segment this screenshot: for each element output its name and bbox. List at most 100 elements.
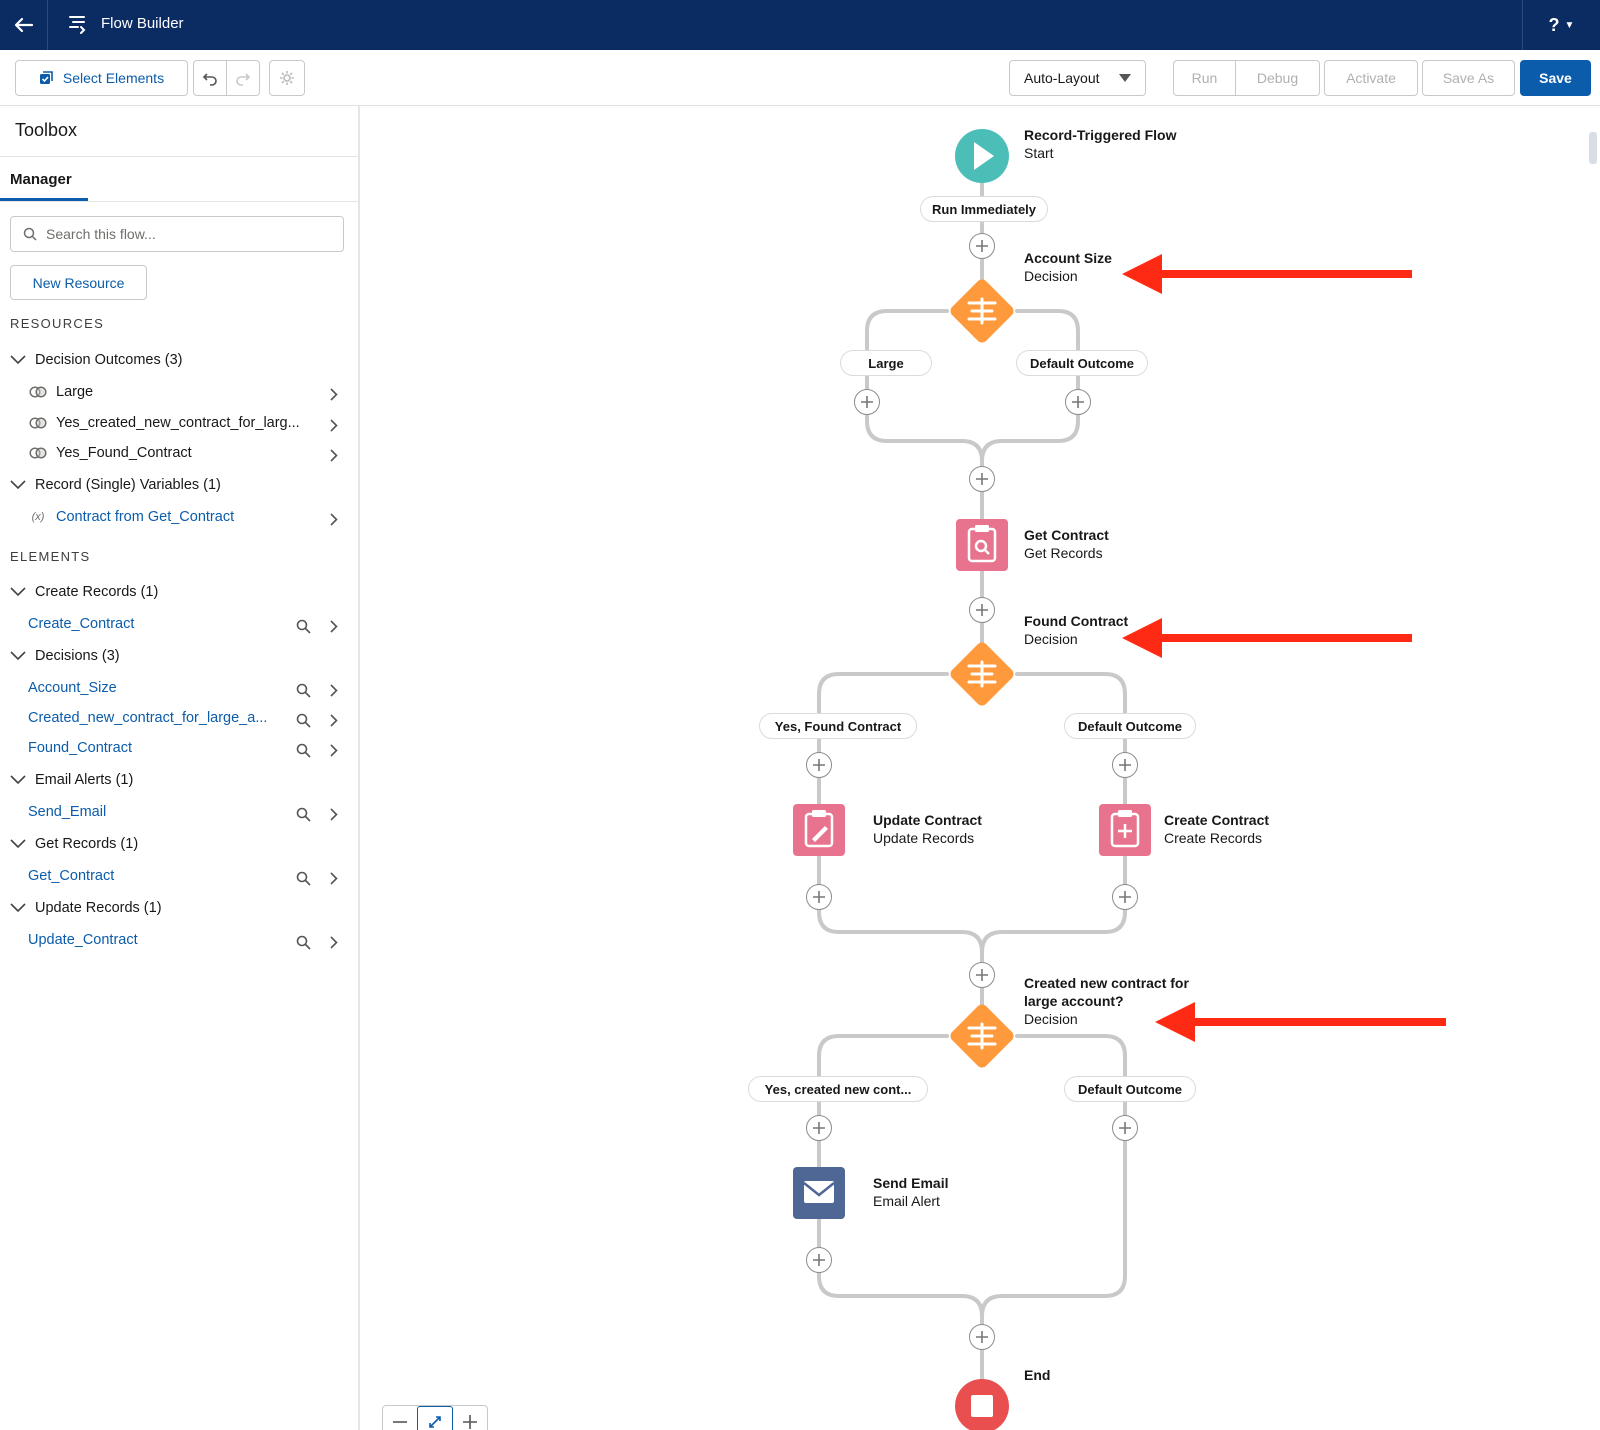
add-element-button[interactable]	[806, 752, 832, 778]
elements-heading: ELEMENTS	[10, 549, 91, 564]
element-group-get-records[interactable]: Get Records (1)	[10, 836, 138, 852]
zoom-controls	[382, 1405, 488, 1430]
chevron-right-icon[interactable]	[330, 808, 338, 826]
search-icon[interactable]	[296, 871, 311, 891]
outcome-pill[interactable]: Default Outcome	[1064, 713, 1196, 739]
chevron-right-icon[interactable]	[330, 744, 338, 762]
select-elements-button[interactable]: Select Elements	[15, 60, 188, 96]
list-item[interactable]: Update_Contract	[28, 932, 138, 948]
outcome-pill[interactable]: Yes, Found Contract	[759, 713, 917, 739]
layout-mode-select[interactable]: Auto-Layout	[1009, 60, 1146, 96]
list-item[interactable]: Create_Contract	[28, 616, 134, 632]
search-icon[interactable]	[296, 743, 311, 763]
list-item[interactable]: Created_new_contract_for_large_a...	[28, 710, 267, 726]
outcome-pill[interactable]: Default Outcome	[1064, 1076, 1196, 1102]
chevron-right-icon[interactable]	[330, 620, 338, 638]
add-element-button[interactable]	[969, 233, 995, 259]
element-group-email-alerts[interactable]: Email Alerts (1)	[10, 772, 133, 788]
undo-button[interactable]	[193, 60, 227, 96]
add-element-button[interactable]	[854, 389, 880, 415]
outcome-pill[interactable]: Default Outcome	[1016, 350, 1148, 376]
flow-settings-button[interactable]	[269, 60, 305, 96]
list-item[interactable]: Large	[28, 384, 93, 400]
help-menu-button[interactable]: ?▼	[1522, 0, 1600, 50]
search-icon[interactable]	[296, 619, 311, 639]
zoom-out-button[interactable]	[383, 1406, 417, 1430]
decision-node-icon	[950, 279, 1014, 343]
chevron-down-icon	[10, 839, 26, 849]
search-icon[interactable]	[296, 807, 311, 827]
chevron-right-icon[interactable]	[330, 936, 338, 954]
get-records-node-label[interactable]: Get Contract Get Records	[1024, 526, 1109, 562]
chevron-right-icon[interactable]	[330, 714, 338, 732]
add-element-button[interactable]	[1112, 884, 1138, 910]
gear-icon	[280, 71, 294, 85]
update-records-node-label[interactable]: Update Contract Update Records	[873, 811, 982, 847]
new-resource-button[interactable]: New Resource	[10, 265, 147, 300]
list-item[interactable]: (x) Contract from Get_Contract	[28, 509, 235, 525]
add-element-button[interactable]	[1112, 1115, 1138, 1141]
item-label: Update_Contract	[28, 932, 138, 948]
end-node-label[interactable]: End	[1024, 1366, 1050, 1384]
add-element-button[interactable]	[1065, 389, 1091, 415]
resource-group-record-variables[interactable]: Record (Single) Variables (1)	[10, 477, 221, 493]
flow-canvas[interactable]: Record-Triggered Flow Start Run Immediat…	[362, 106, 1600, 1430]
add-element-button[interactable]	[806, 884, 832, 910]
group-label: Record (Single) Variables (1)	[35, 477, 221, 493]
chevron-right-icon[interactable]	[330, 513, 338, 531]
panel-collapse-handle[interactable]	[1589, 132, 1597, 164]
chevron-right-icon[interactable]	[330, 872, 338, 890]
save-button[interactable]: Save	[1520, 60, 1591, 96]
element-group-decisions[interactable]: Decisions (3)	[10, 648, 120, 664]
chevron-down-icon	[10, 651, 26, 661]
start-node-label[interactable]: Record-Triggered Flow Start	[1024, 126, 1176, 162]
add-element-button[interactable]	[1112, 752, 1138, 778]
decision-node-label[interactable]: Found Contract Decision	[1024, 612, 1128, 648]
add-element-button[interactable]	[806, 1247, 832, 1273]
global-header: Flow Builder ?▼	[0, 0, 1600, 50]
toolbox-panel: Toolbox Manager New Resource RESOURCES D…	[0, 106, 360, 1430]
email-alert-node-label[interactable]: Send Email Email Alert	[873, 1174, 948, 1210]
redo-button[interactable]	[226, 60, 260, 96]
chevron-right-icon[interactable]	[330, 684, 338, 702]
list-item[interactable]: Yes_Found_Contract	[28, 445, 192, 461]
list-item[interactable]: Found_Contract	[28, 740, 132, 756]
debug-button[interactable]: Debug	[1235, 60, 1320, 96]
help-icon: ?	[1548, 14, 1560, 35]
zoom-in-button[interactable]	[453, 1406, 487, 1430]
fit-to-view-button[interactable]	[417, 1406, 453, 1430]
create-records-node-label[interactable]: Create Contract Create Records	[1164, 811, 1269, 847]
add-element-button[interactable]	[969, 597, 995, 623]
add-element-button[interactable]	[969, 1324, 995, 1350]
chevron-right-icon[interactable]	[330, 449, 338, 467]
decision-node-label[interactable]: Created new contract for large account? …	[1024, 974, 1189, 1028]
add-element-button[interactable]	[806, 1115, 832, 1141]
list-item[interactable]: Account_Size	[28, 680, 117, 696]
list-item[interactable]: Send_Email	[28, 804, 106, 820]
outcome-pill[interactable]: Large	[840, 350, 932, 376]
element-group-create-records[interactable]: Create Records (1)	[10, 584, 158, 600]
outcome-pill[interactable]: Yes, created new cont...	[748, 1076, 928, 1102]
list-item[interactable]: Get_Contract	[28, 868, 114, 884]
node-type: Start	[1024, 145, 1054, 161]
back-button[interactable]	[0, 0, 48, 50]
search-icon[interactable]	[296, 683, 311, 703]
node-title: Create Contract	[1164, 812, 1270, 828]
add-element-button[interactable]	[969, 962, 995, 988]
decision-node-label[interactable]: Account Size Decision	[1024, 249, 1112, 285]
activate-button[interactable]: Activate	[1324, 60, 1418, 96]
search-icon[interactable]	[296, 935, 311, 955]
list-item[interactable]: Yes_created_new_contract_for_larg...	[28, 415, 300, 431]
tab-manager[interactable]: Manager	[10, 171, 72, 188]
chevron-right-icon[interactable]	[330, 388, 338, 406]
resource-group-decision-outcomes[interactable]: Decision Outcomes (3)	[10, 352, 182, 368]
search-input[interactable]	[46, 226, 316, 242]
save-as-button[interactable]: Save As	[1422, 60, 1515, 96]
search-icon[interactable]	[296, 713, 311, 733]
run-immediately-pill[interactable]: Run Immediately	[920, 196, 1048, 222]
add-element-button[interactable]	[969, 466, 995, 492]
chevron-right-icon[interactable]	[330, 419, 338, 437]
run-button[interactable]: Run	[1173, 60, 1236, 96]
plus-icon	[813, 891, 825, 903]
element-group-update-records[interactable]: Update Records (1)	[10, 900, 162, 916]
